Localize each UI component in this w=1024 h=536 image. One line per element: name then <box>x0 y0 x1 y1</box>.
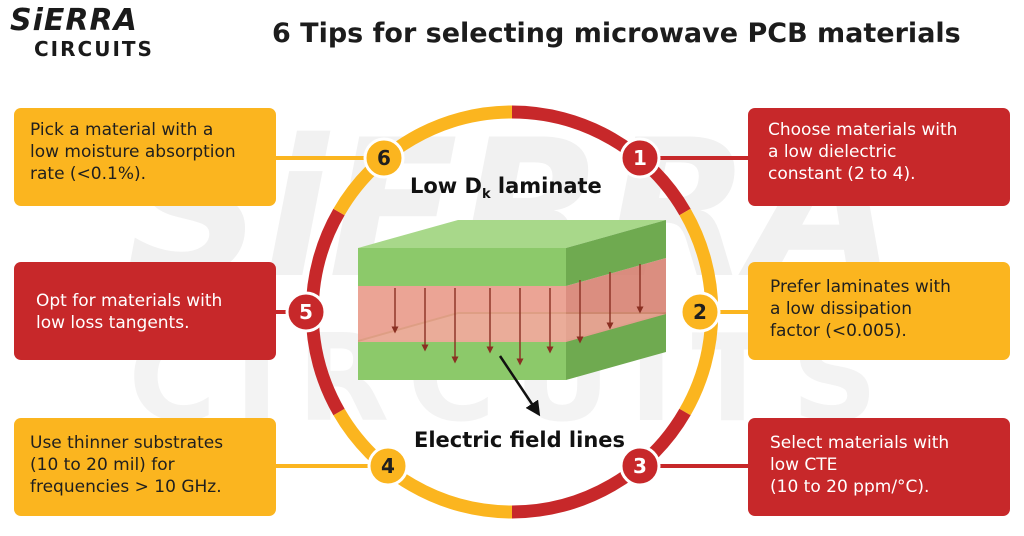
tip-2-line-3: factor (<0.005). <box>770 321 907 341</box>
bottom-layer-front <box>358 340 566 380</box>
field-label-pointer <box>498 355 541 417</box>
ring-segment-1 <box>511 105 691 216</box>
ring-segment-3 <box>511 408 691 519</box>
tip-box-4: Use thinner substrates (10 to 20 mil) fo… <box>14 418 276 516</box>
tip-5-line-2: low loss tangents. <box>36 313 190 333</box>
badge-6-number: 6 <box>377 146 391 170</box>
tip-2-line-2: a low dissipation <box>770 299 912 319</box>
badge-6: 6 <box>363 137 405 179</box>
tip-1-line-3: constant (2 to 4). <box>768 164 916 184</box>
badge-1: 1 <box>619 137 661 179</box>
laminate-label-suffix: laminate <box>490 174 602 198</box>
tip-5-line-1: Opt for materials with <box>36 291 223 311</box>
badge-4: 4 <box>367 445 409 487</box>
bottom-layer-side <box>566 312 666 380</box>
badge-5-number: 5 <box>299 300 313 324</box>
laminate-block <box>358 220 666 380</box>
top-layer-side <box>566 220 666 286</box>
page-title: 6 Tips for selecting microwave PCB mater… <box>272 18 961 49</box>
tip-4-line-1: Use thinner substrates <box>30 433 224 453</box>
laminate-label: Low Dk laminate <box>410 174 602 202</box>
tip-3-line-2: low CTE <box>770 455 838 475</box>
number-badges: 1 2 3 4 5 6 <box>285 137 721 487</box>
laminate-label-subscript: k <box>481 187 491 203</box>
badge-4-number: 4 <box>381 454 395 478</box>
badge-1-number: 1 <box>633 146 647 170</box>
tip-1-line-1: Choose materials with <box>768 120 958 140</box>
tip-box-1: Choose materials with a low dielectric c… <box>748 108 1010 206</box>
tip-1-line-2: a low dielectric <box>768 142 897 162</box>
tip-box-6: Pick a material with a low moisture abso… <box>14 108 276 206</box>
field-lines-label: Electric field lines <box>414 428 626 452</box>
ring-segment-4 <box>333 408 513 519</box>
dielectric-inner <box>358 314 666 342</box>
top-layer-top <box>358 220 666 248</box>
tip-box-3: Select materials with low CTE (10 to 20 … <box>748 418 1010 516</box>
laminate-label-main: Low D <box>410 174 482 198</box>
badge-5: 5 <box>285 291 327 333</box>
tip-3-line-3: (10 to 20 ppm/°C). <box>770 477 930 497</box>
tip-4-line-2: (10 to 20 mil) for <box>30 455 175 475</box>
sierra-circuits-logo: SiERRA CIRCUITS <box>10 4 190 62</box>
logo-line1: SiERRA <box>10 3 138 38</box>
tip-3-line-1: Select materials with <box>770 433 950 453</box>
tip-6-line-1: Pick a material with a <box>30 120 214 140</box>
badge-3: 3 <box>619 445 661 487</box>
outer-ring <box>305 105 719 519</box>
tip-6-line-2: low moisture absorption <box>30 142 236 162</box>
electric-field-arrows <box>391 264 644 366</box>
logo-line2: CIRCUITS <box>34 37 154 61</box>
tip-4-line-3: frequencies > 10 GHz. <box>30 477 222 497</box>
badge-3-number: 3 <box>633 454 647 478</box>
ring-segment-6 <box>333 105 513 216</box>
tip-2-line-1: Prefer laminates with <box>770 277 951 297</box>
badge-2: 2 <box>679 291 721 333</box>
badge-2-number: 2 <box>693 300 707 324</box>
tip-box-2: Prefer laminates with a low dissipation … <box>748 262 1010 360</box>
top-layer-front <box>358 248 566 286</box>
tip-box-5: Opt for materials with low loss tangents… <box>14 262 276 360</box>
tip-6-line-3: rate (<0.1%). <box>30 164 147 184</box>
